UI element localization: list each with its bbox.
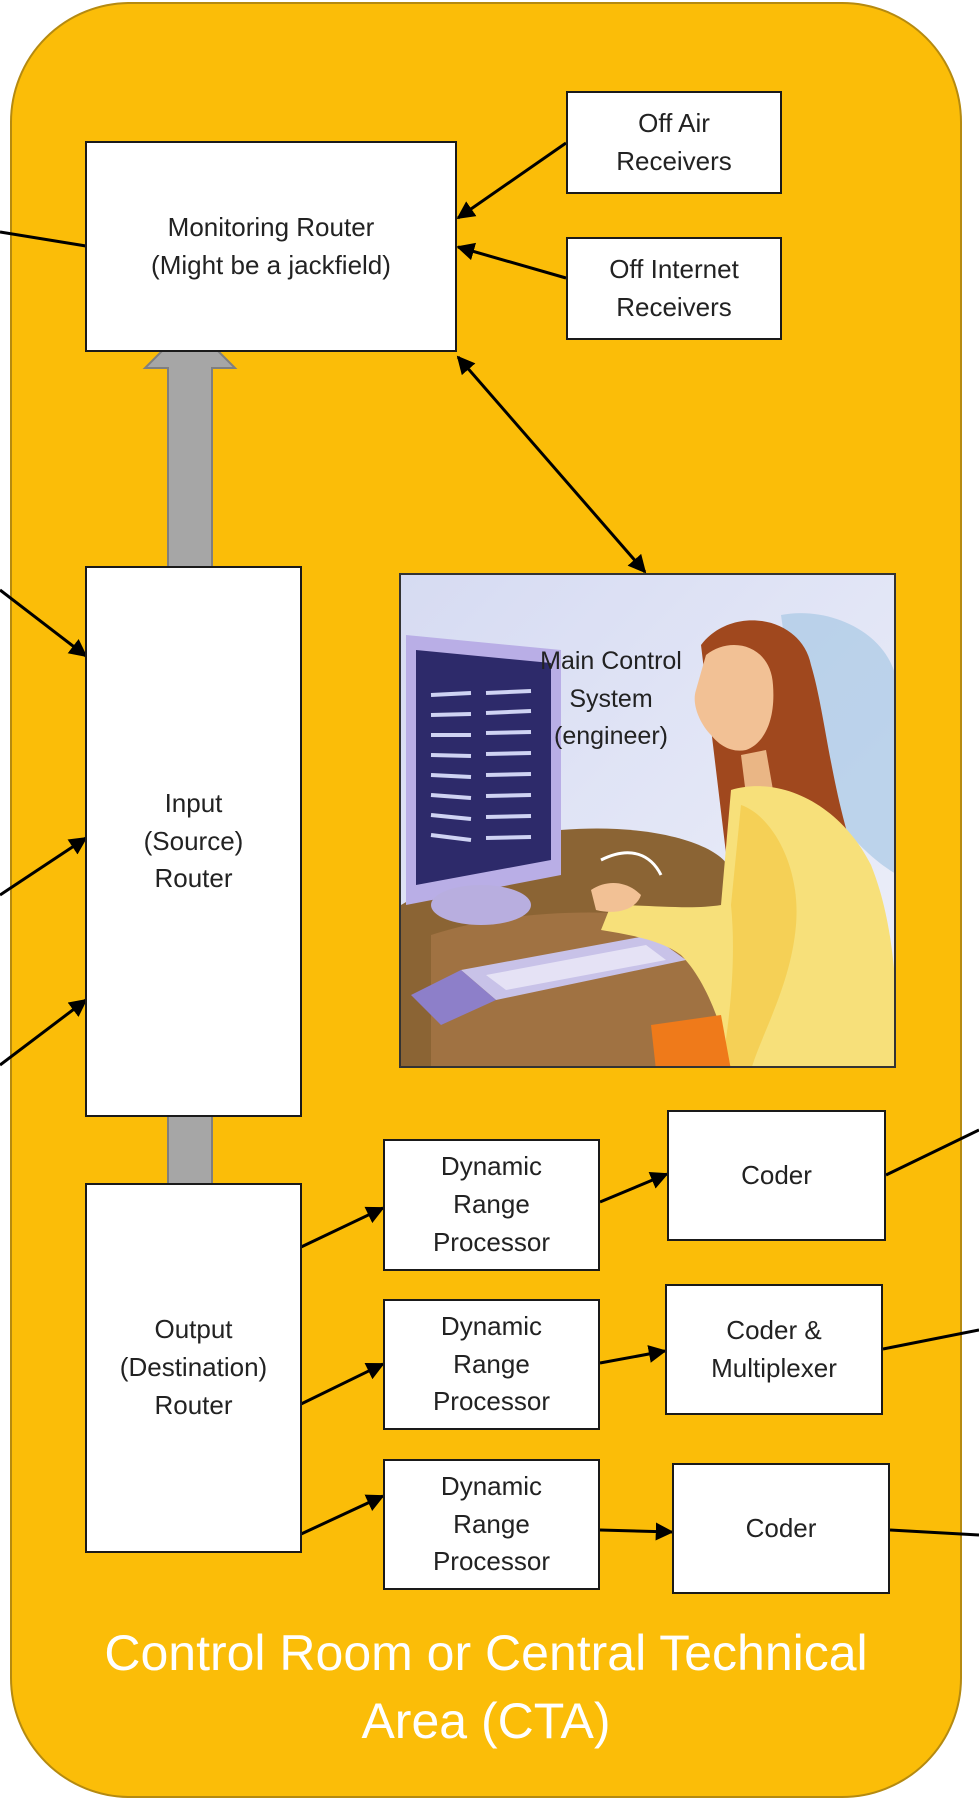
input-router-box: Input (Source) Router [85,566,302,1117]
main-control-system-illustration: Main Control System (engineer) [399,573,896,1068]
arrow-output-to-drp-1 [298,1206,385,1250]
arrow-off-internet-to-monitoring [456,242,567,280]
line-coder-1-out [885,1128,979,1177]
off-air-receivers-box: Off Air Receivers [566,91,782,194]
arrow-drp-2-to-coder-mux [599,1345,667,1365]
dynamic-range-processor-2-box: Dynamic Range Processor [383,1299,600,1430]
arrow-external-to-input-1 [0,588,88,658]
arrow-monitoring-control [456,355,647,574]
output-router-box: Output (Destination) Router [85,1183,302,1553]
line-coder-mux-out [882,1328,979,1351]
engineer-at-computer-image [401,575,894,1066]
off-internet-receivers-box: Off Internet Receivers [566,237,782,340]
control-room-title: Control Room or Central Technical Area (… [104,1625,868,1749]
dynamic-range-processor-3-box: Dynamic Range Processor [383,1459,600,1590]
coder-3-box: Coder [672,1463,890,1594]
monitoring-router-box: Monitoring Router (Might be a jackfield) [85,141,457,352]
arrow-drp-1-to-coder [599,1171,669,1204]
dynamic-range-processor-1-box: Dynamic Range Processor [383,1139,600,1271]
line-coder-3-out [889,1528,979,1537]
arrow-external-to-monitoring [0,230,87,248]
arrow-output-to-drp-3 [298,1494,385,1537]
main-control-system-label: Main Control System (engineer) [540,647,682,750]
coder-1-box: Coder [667,1110,886,1241]
coder-multiplexer-box: Coder & Multiplexer [665,1284,883,1415]
arrow-external-to-input-2 [0,836,88,897]
arrow-off-air-to-monitoring [456,141,567,220]
arrow-output-to-drp-2 [298,1362,385,1407]
arrow-external-to-input-3 [0,998,88,1067]
arrow-drp-3-to-coder [599,1522,674,1541]
